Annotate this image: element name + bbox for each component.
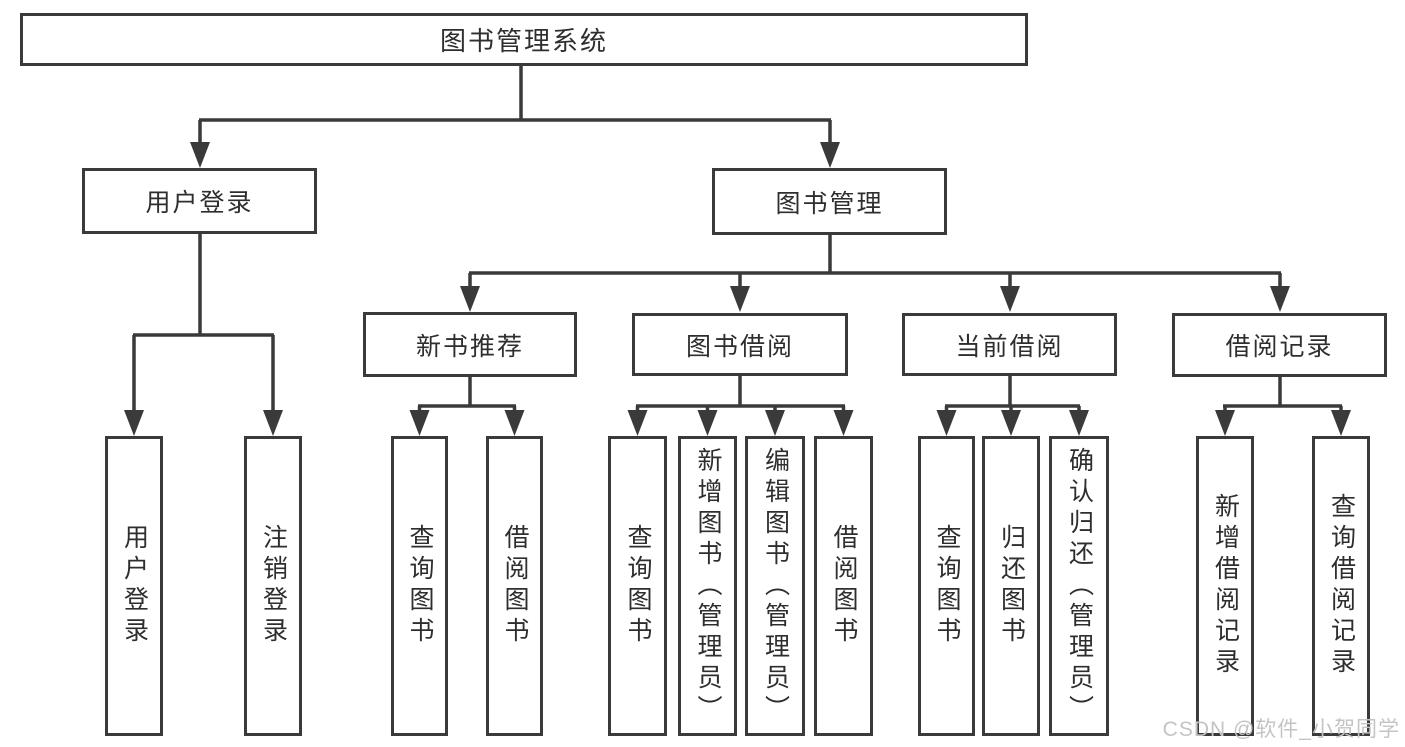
node-label: 查询借阅记录 [1327, 493, 1356, 679]
node-label: 图书管理 [775, 189, 884, 218]
node-label: 图书借阅 [685, 332, 794, 361]
node-label: 新书推荐 [415, 332, 524, 361]
node-label: 归还图书 [997, 524, 1026, 648]
node-label: 图书管理系统 [439, 26, 608, 56]
node-label: 查询图书 [406, 524, 434, 648]
leaf-return-books: 归还图书 [982, 436, 1040, 736]
leaf-add-books-admin: 新增图书（管理员） [678, 436, 737, 736]
node-label: 借阅图书 [830, 524, 858, 648]
node-label: 编辑图书（管理员） [761, 446, 790, 726]
node-label: 当前借阅 [955, 332, 1064, 361]
node-new-book-recommend: 新书推荐 [363, 312, 577, 377]
leaf-borrow-books-recommend: 借阅图书 [486, 436, 543, 736]
leaf-query-books-current: 查询图书 [918, 436, 975, 736]
leaf-borrow-books-borrowing: 借阅图书 [814, 436, 873, 736]
node-label: 查询图书 [624, 524, 652, 648]
node-label: 新增借阅记录 [1211, 493, 1240, 679]
node-label: 注销登录 [259, 524, 288, 648]
node-borrowing-records: 借阅记录 [1172, 313, 1387, 377]
leaf-user-login: 用户登录 [105, 436, 163, 736]
leaf-query-books-borrowing: 查询图书 [608, 436, 667, 736]
node-label: 新增图书（管理员） [694, 446, 722, 726]
node-label: 查询图书 [933, 524, 961, 648]
leaf-logout-login: 注销登录 [244, 436, 302, 736]
node-library-management-system: 图书管理系统 [20, 13, 1028, 66]
node-label: 用户登录 [145, 189, 254, 217]
node-label: 借阅图书 [501, 524, 529, 648]
csdn-watermark: CSDN @软件_小贺同学 [1162, 718, 1400, 741]
node-user-login: 用户登录 [82, 168, 317, 234]
node-label: 借阅记录 [1225, 333, 1334, 361]
leaf-add-borrow-record: 新增借阅记录 [1196, 436, 1254, 736]
node-book-management: 图书管理 [712, 168, 947, 235]
node-current-borrowing: 当前借阅 [902, 313, 1117, 376]
leaf-query-books-recommend: 查询图书 [391, 436, 448, 736]
leaf-edit-books-admin: 编辑图书（管理员） [745, 436, 805, 736]
node-book-borrowing: 图书借阅 [632, 313, 848, 376]
leaf-query-borrow-record: 查询借阅记录 [1312, 436, 1370, 736]
leaf-confirm-return-admin: 确认归还（管理员） [1049, 436, 1109, 736]
node-label: 用户登录 [120, 524, 149, 648]
node-label: 确认归还（管理员） [1065, 446, 1094, 726]
arrow-heads [124, 142, 1351, 436]
